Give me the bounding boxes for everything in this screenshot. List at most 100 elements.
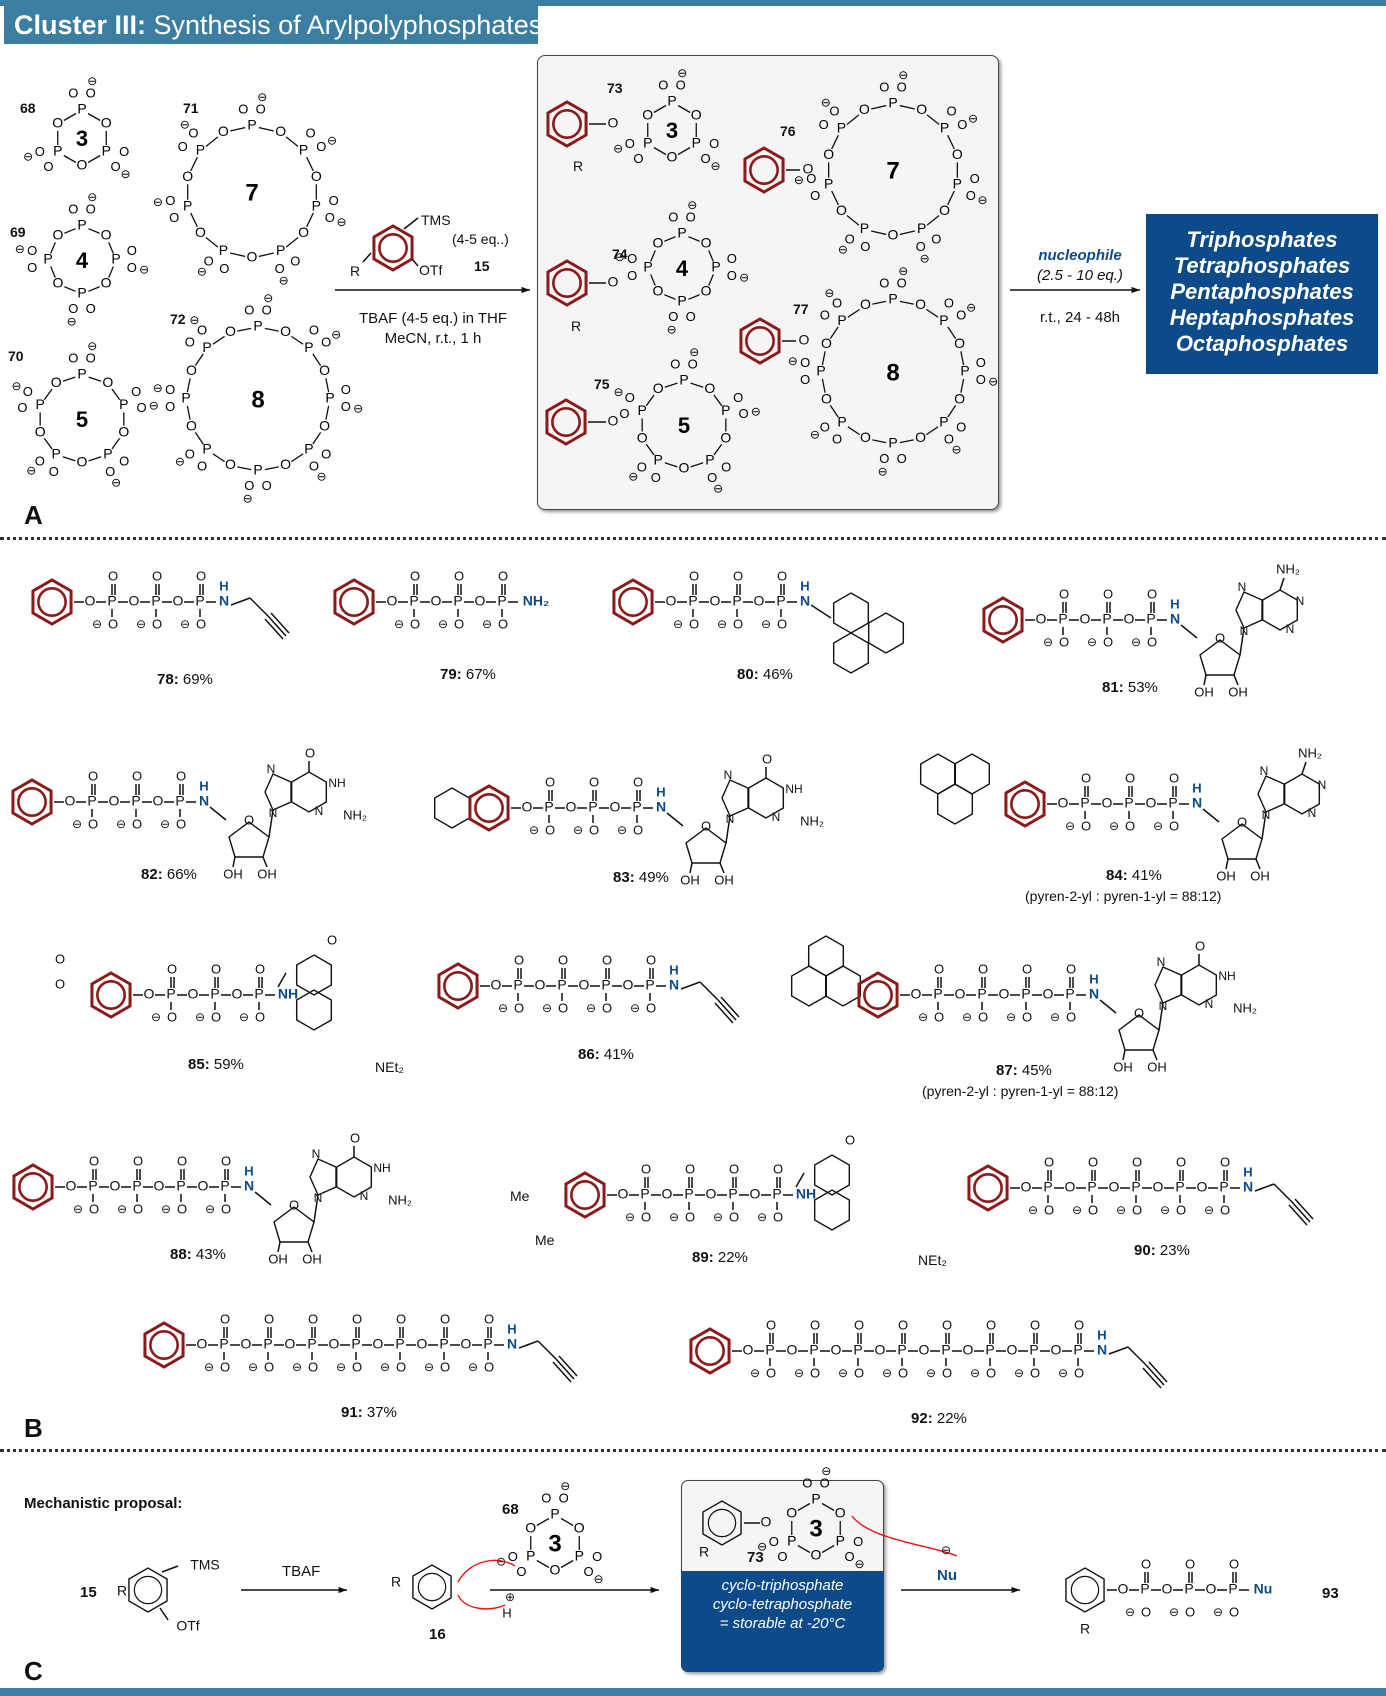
negative-charge: ⊖ xyxy=(151,1010,161,1024)
coumarin-ring-1 xyxy=(295,954,333,996)
oxygen-atom: O xyxy=(280,323,291,339)
condition-2: MeCN, r.t., 1 h xyxy=(384,330,482,347)
oxo-oxygen: O xyxy=(329,193,339,208)
n-ch2-bond xyxy=(254,1191,272,1206)
separator-bc xyxy=(0,1449,1386,1452)
oxygen-atom: O xyxy=(821,335,832,351)
oxygen-atom: O xyxy=(787,1342,798,1358)
phosphorus-atom: P xyxy=(351,1336,360,1352)
oxide-oxygen: O xyxy=(957,117,967,132)
oxide-oxygen: O xyxy=(88,816,98,831)
ring-bond xyxy=(847,308,860,318)
nitrogen-atom: NH xyxy=(1218,969,1235,983)
nitrogen-atom: N xyxy=(315,804,324,818)
phosphorus-atom: P xyxy=(304,339,313,355)
phosphorus-atom: P xyxy=(87,793,96,809)
storage-note-line: = storable at -20°C xyxy=(719,1615,846,1632)
negative-charge: ⊖ xyxy=(1014,1366,1024,1380)
ring-bond xyxy=(88,286,100,292)
phosphorus-atom: P xyxy=(732,593,741,609)
n-ch2-bond xyxy=(1099,999,1117,1014)
oxygen-atom: O xyxy=(642,107,653,123)
oxygen-atom: O xyxy=(574,1520,585,1536)
oxo-oxygen: O xyxy=(498,568,508,583)
phosphorus-atom: P xyxy=(526,1548,535,1564)
oxide-oxygen: O xyxy=(845,1549,855,1564)
phosphorus-atom: P xyxy=(276,242,285,258)
ring-size-label: 3 xyxy=(548,1530,561,1557)
anthracene-ring xyxy=(867,612,905,654)
yield-label: 90: 23% xyxy=(1134,1242,1190,1259)
compound-id: 75 xyxy=(594,376,610,392)
panel-label-b: B xyxy=(24,1413,43,1443)
oxo-oxygen: O xyxy=(396,1311,406,1326)
oxide-oxygen: O xyxy=(688,357,698,372)
nitrogen-atom: N xyxy=(1240,624,1249,638)
product-classes-box: Triphosphates Tetraphosphates Pentaphosp… xyxy=(1146,214,1378,374)
oxide-oxygen: O xyxy=(244,478,254,493)
negative-charge: ⊖ xyxy=(257,90,267,104)
oxygen-atom: O xyxy=(821,390,832,406)
carbonyl-oxygen: O xyxy=(350,1130,360,1145)
alkyne-bond xyxy=(552,1361,572,1383)
oxide-oxygen: O xyxy=(602,1000,612,1015)
nucleophile-arrow xyxy=(851,1515,958,1557)
oxide-oxygen: O xyxy=(514,1000,524,1015)
nitrogen-atom: N xyxy=(1318,778,1327,792)
pyrene-ring xyxy=(824,965,862,1007)
negative-charge: ⊖ xyxy=(926,1366,936,1380)
negative-charge: ⊖ xyxy=(189,313,199,327)
hydroxyl: OH xyxy=(1228,684,1248,699)
oxo-oxygen: O xyxy=(89,1153,99,1168)
oxo-oxygen: O xyxy=(879,276,889,291)
oxide-oxygen: O xyxy=(558,1000,568,1015)
ring-bond xyxy=(64,286,76,292)
oxygen-atom: O xyxy=(232,986,243,1002)
oxo-oxygen: O xyxy=(108,568,118,583)
ring-bond xyxy=(88,228,100,234)
alkyne-bond xyxy=(1145,1364,1165,1386)
oxygen-atom: O xyxy=(1237,814,1247,829)
negative-charge: ⊖ xyxy=(542,1001,552,1015)
product-id: 88 xyxy=(170,1246,187,1263)
oxygen-atom: O xyxy=(653,380,664,396)
hydrogen-atom: H xyxy=(244,1163,253,1178)
ring-circle xyxy=(96,980,126,1010)
oxygen-atom: O xyxy=(275,123,286,139)
n-ch2-bond xyxy=(1180,624,1198,639)
amine-group: NH₂ xyxy=(523,593,549,609)
oxo-oxygen: O xyxy=(602,952,612,967)
negative-charge: ⊖ xyxy=(751,405,761,419)
ring-bond xyxy=(560,1559,574,1569)
nitrogen-atom: NH xyxy=(278,986,298,1002)
phosphorus-atom: P xyxy=(513,977,522,993)
product-id: 87 xyxy=(996,1062,1013,1079)
oxo-oxygen: O xyxy=(942,1317,952,1332)
ring-circle xyxy=(149,1330,179,1360)
oxide-oxygen: O xyxy=(1030,1365,1040,1380)
ring-bond xyxy=(664,462,678,468)
ring-size-label: 3 xyxy=(76,126,88,151)
phosphorus-atom: P xyxy=(1131,1179,1140,1195)
ring-bond xyxy=(212,453,225,463)
oxo-oxygen: O xyxy=(410,568,420,583)
ring-bond xyxy=(821,1544,835,1554)
oxide-oxygen: O xyxy=(86,202,96,217)
phosphorus-atom: P xyxy=(836,1533,845,1549)
negative-charge: ⊖ xyxy=(1058,1366,1068,1380)
oxo-oxygen: O xyxy=(152,568,162,583)
negative-charge: ⊖ xyxy=(617,823,627,837)
oxide-oxygen: O xyxy=(589,822,599,837)
oxygen-atom: O xyxy=(911,986,922,1002)
ring-outline xyxy=(372,224,414,272)
oxide-oxygen: O xyxy=(188,126,198,141)
alkyne-bond xyxy=(1148,1361,1168,1383)
product-id: 91 xyxy=(341,1404,358,1421)
oxo-oxygen: O xyxy=(976,355,986,370)
oxide-oxygen: O xyxy=(1169,818,1179,833)
phosphorus-atom: P xyxy=(219,242,228,258)
oxide-oxygen: O xyxy=(185,446,195,461)
oxo-oxygen: O xyxy=(709,136,719,151)
phosphorus-atom: P xyxy=(860,220,869,236)
